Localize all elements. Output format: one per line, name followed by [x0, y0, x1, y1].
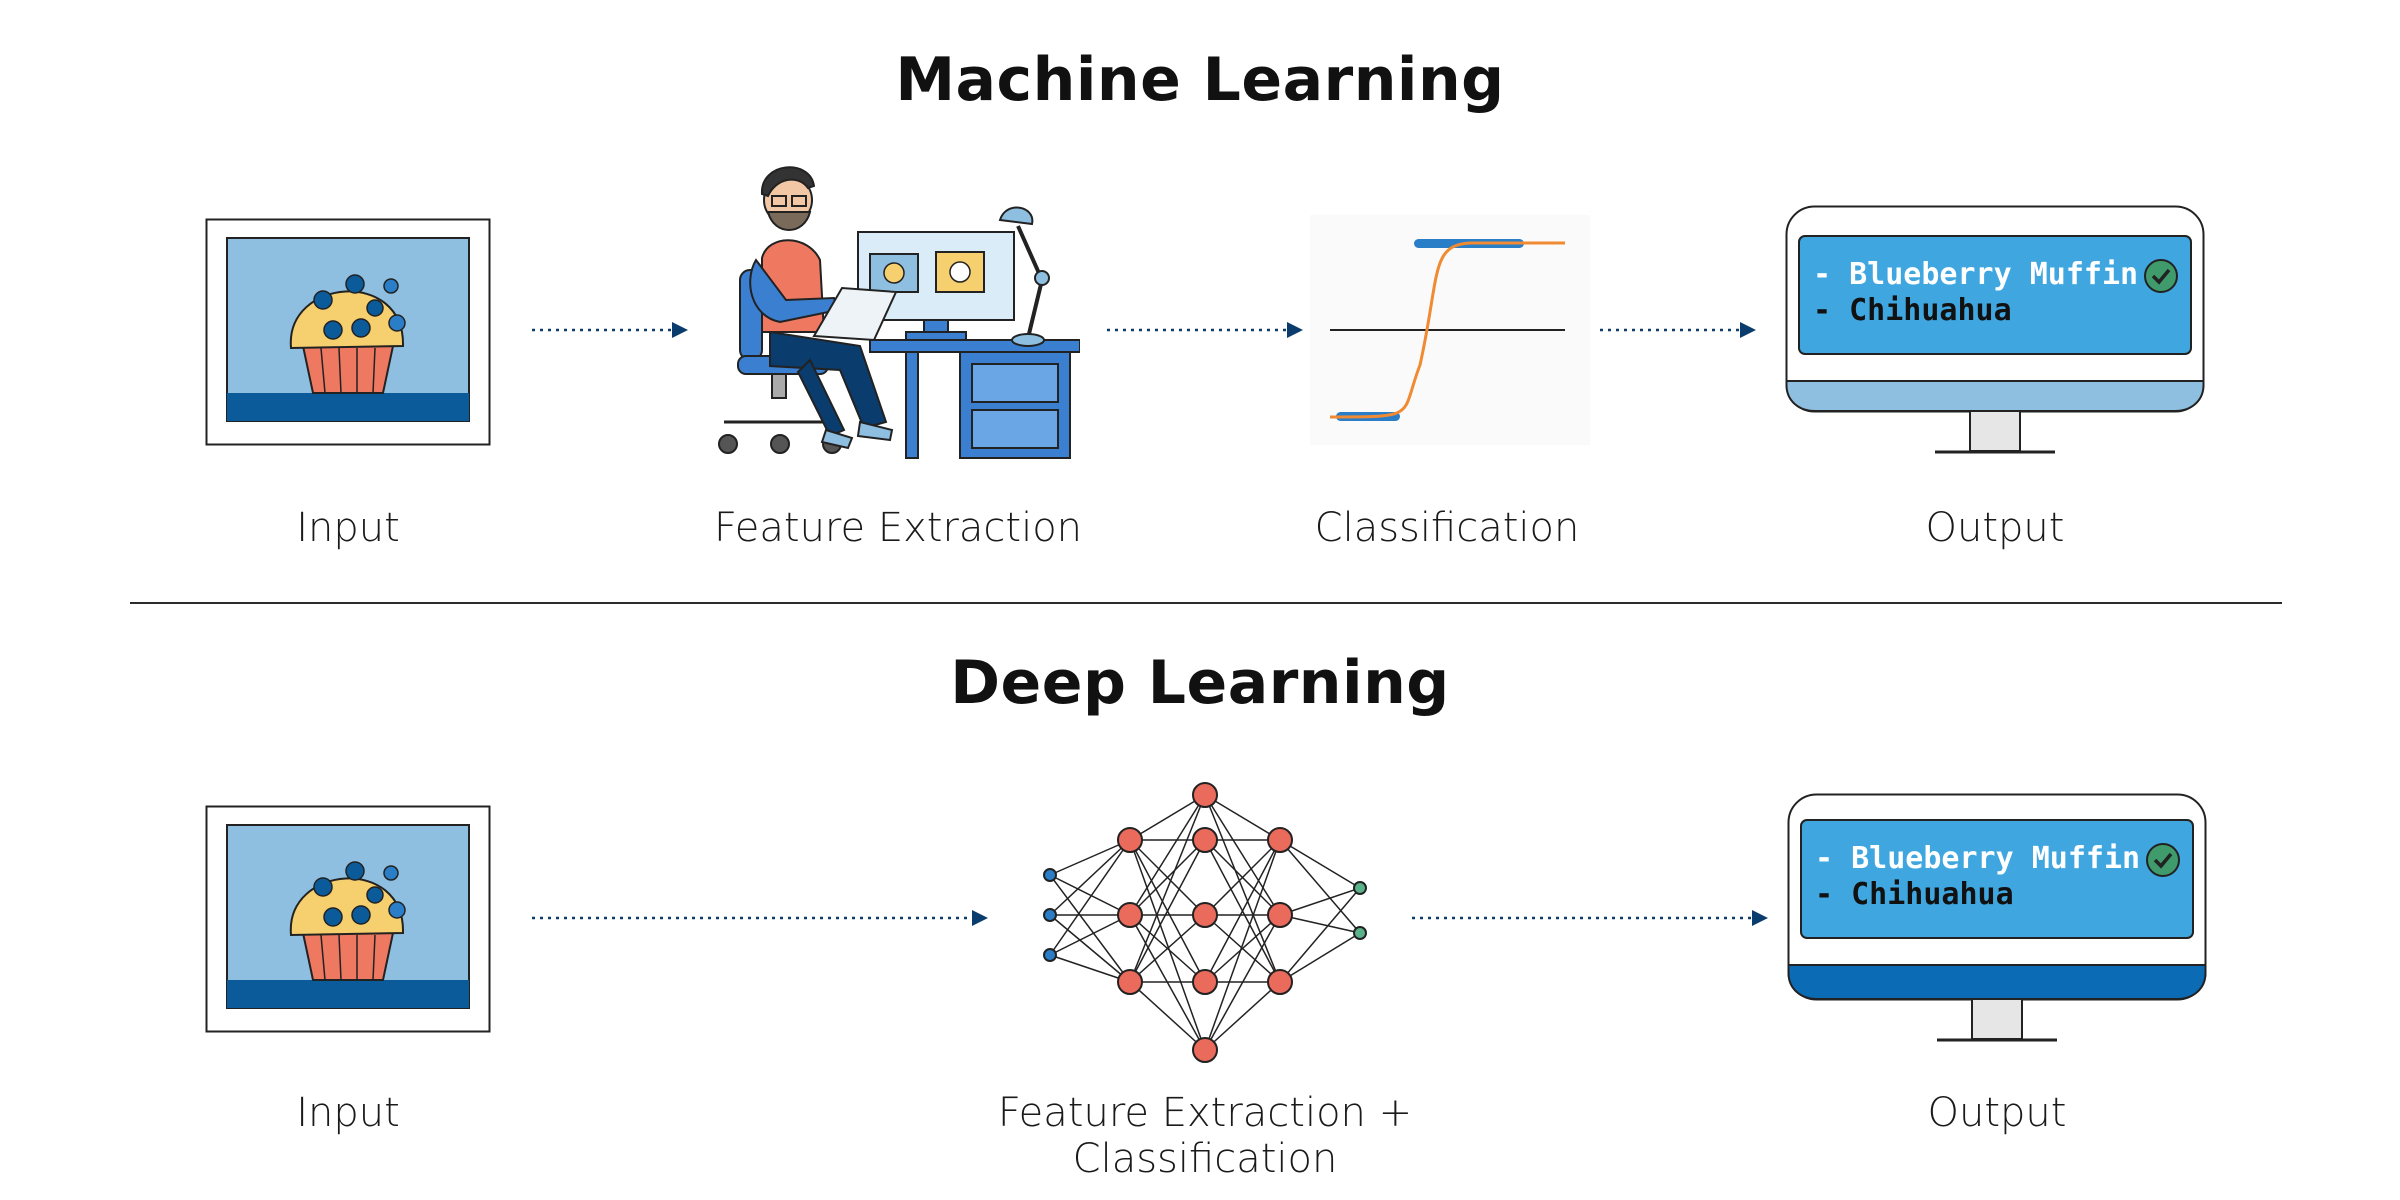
label-output: Output: [1927, 1090, 2067, 1136]
network-edge: [1129, 794, 1206, 841]
network-edge: [1279, 887, 1361, 983]
sigmoid-chart-icon: [1310, 215, 1590, 445]
network-node: [1043, 948, 1057, 962]
network-edge: [1204, 914, 1281, 983]
output-line-1: - Blueberry Muffin: [1813, 257, 2139, 292]
network-edge: [1049, 874, 1131, 916]
network-edge: [1129, 794, 1206, 916]
network-edge: [1204, 794, 1281, 983]
output-line-2: - Chihuahua: [1813, 293, 2012, 328]
network-edge: [1049, 839, 1131, 876]
arrow-icon: [1600, 322, 1756, 338]
output-line-1: - Blueberry Muffin: [1815, 841, 2141, 876]
network-node: [1192, 1037, 1218, 1063]
neural-network-icon: [1043, 782, 1367, 1063]
monitor-icon: [1787, 793, 2207, 1042]
network-node: [1117, 902, 1143, 928]
muffin-image-icon: [205, 218, 491, 446]
network-edge: [1279, 932, 1361, 983]
network-edge: [1129, 914, 1206, 983]
person-at-computer-icon: [718, 166, 1080, 459]
network-edge: [1129, 839, 1206, 1051]
section-divider: [130, 602, 2282, 604]
label-classification: Classification: [1314, 505, 1580, 551]
network-edge: [1049, 914, 1131, 956]
network-node: [1192, 969, 1218, 995]
network-edge: [1204, 981, 1281, 1051]
network-node: [1267, 827, 1293, 853]
network-node: [1117, 969, 1143, 995]
network-edge: [1049, 839, 1131, 956]
arrow-icon: [1412, 910, 1768, 926]
machine-learning-title: Machine Learning: [895, 45, 1505, 115]
deep-learning-title: Deep Learning: [950, 648, 1450, 718]
network-node: [1192, 902, 1218, 928]
network-edge: [1204, 794, 1281, 841]
network-edge: [1279, 839, 1361, 889]
arrow-icon: [532, 322, 688, 338]
network-edge: [1279, 839, 1361, 934]
output-monitor: - Blueberry Muffin - Chihuahua: [1785, 205, 2205, 455]
network-edge: [1129, 981, 1206, 1051]
label-output: Output: [1925, 505, 2065, 551]
check-icon: [2146, 843, 2180, 877]
network-node: [1043, 868, 1057, 882]
network-edge: [1204, 839, 1281, 916]
check-icon: [2144, 259, 2178, 293]
network-edge: [1204, 914, 1281, 1051]
arrow-icon: [532, 910, 988, 926]
arrow-icon: [1107, 322, 1303, 338]
network-node: [1353, 881, 1367, 895]
network-node: [1353, 926, 1367, 940]
network-node: [1043, 908, 1057, 922]
network-node: [1267, 969, 1293, 995]
label-feature-extraction-classification: Feature Extraction + Classification: [997, 1090, 1413, 1182]
network-edge: [1129, 839, 1206, 916]
network-edge: [1049, 954, 1131, 983]
label-input: Input: [296, 505, 400, 551]
network-edge: [1204, 839, 1281, 1051]
network-node: [1192, 827, 1218, 853]
muffin-image-icon: [205, 805, 491, 1033]
output-line-2: - Chihuahua: [1815, 877, 2014, 912]
monitor-icon: [1785, 205, 2205, 454]
network-edge: [1279, 887, 1361, 916]
label-feature-extraction: Feature Extraction: [713, 505, 1083, 551]
network-edge: [1049, 914, 1131, 983]
network-edge: [1279, 914, 1361, 934]
network-edge: [1204, 839, 1281, 983]
network-node: [1192, 782, 1218, 808]
network-edge: [1204, 794, 1281, 916]
network-edge: [1049, 874, 1131, 983]
network-edge: [1049, 839, 1131, 916]
network-edge: [1129, 839, 1206, 983]
output-monitor: - Blueberry Muffin - Chihuahua: [1787, 793, 2207, 1043]
label-input: Input: [296, 1090, 400, 1136]
network-node: [1267, 902, 1293, 928]
network-edge: [1129, 794, 1206, 983]
network-node: [1117, 827, 1143, 853]
